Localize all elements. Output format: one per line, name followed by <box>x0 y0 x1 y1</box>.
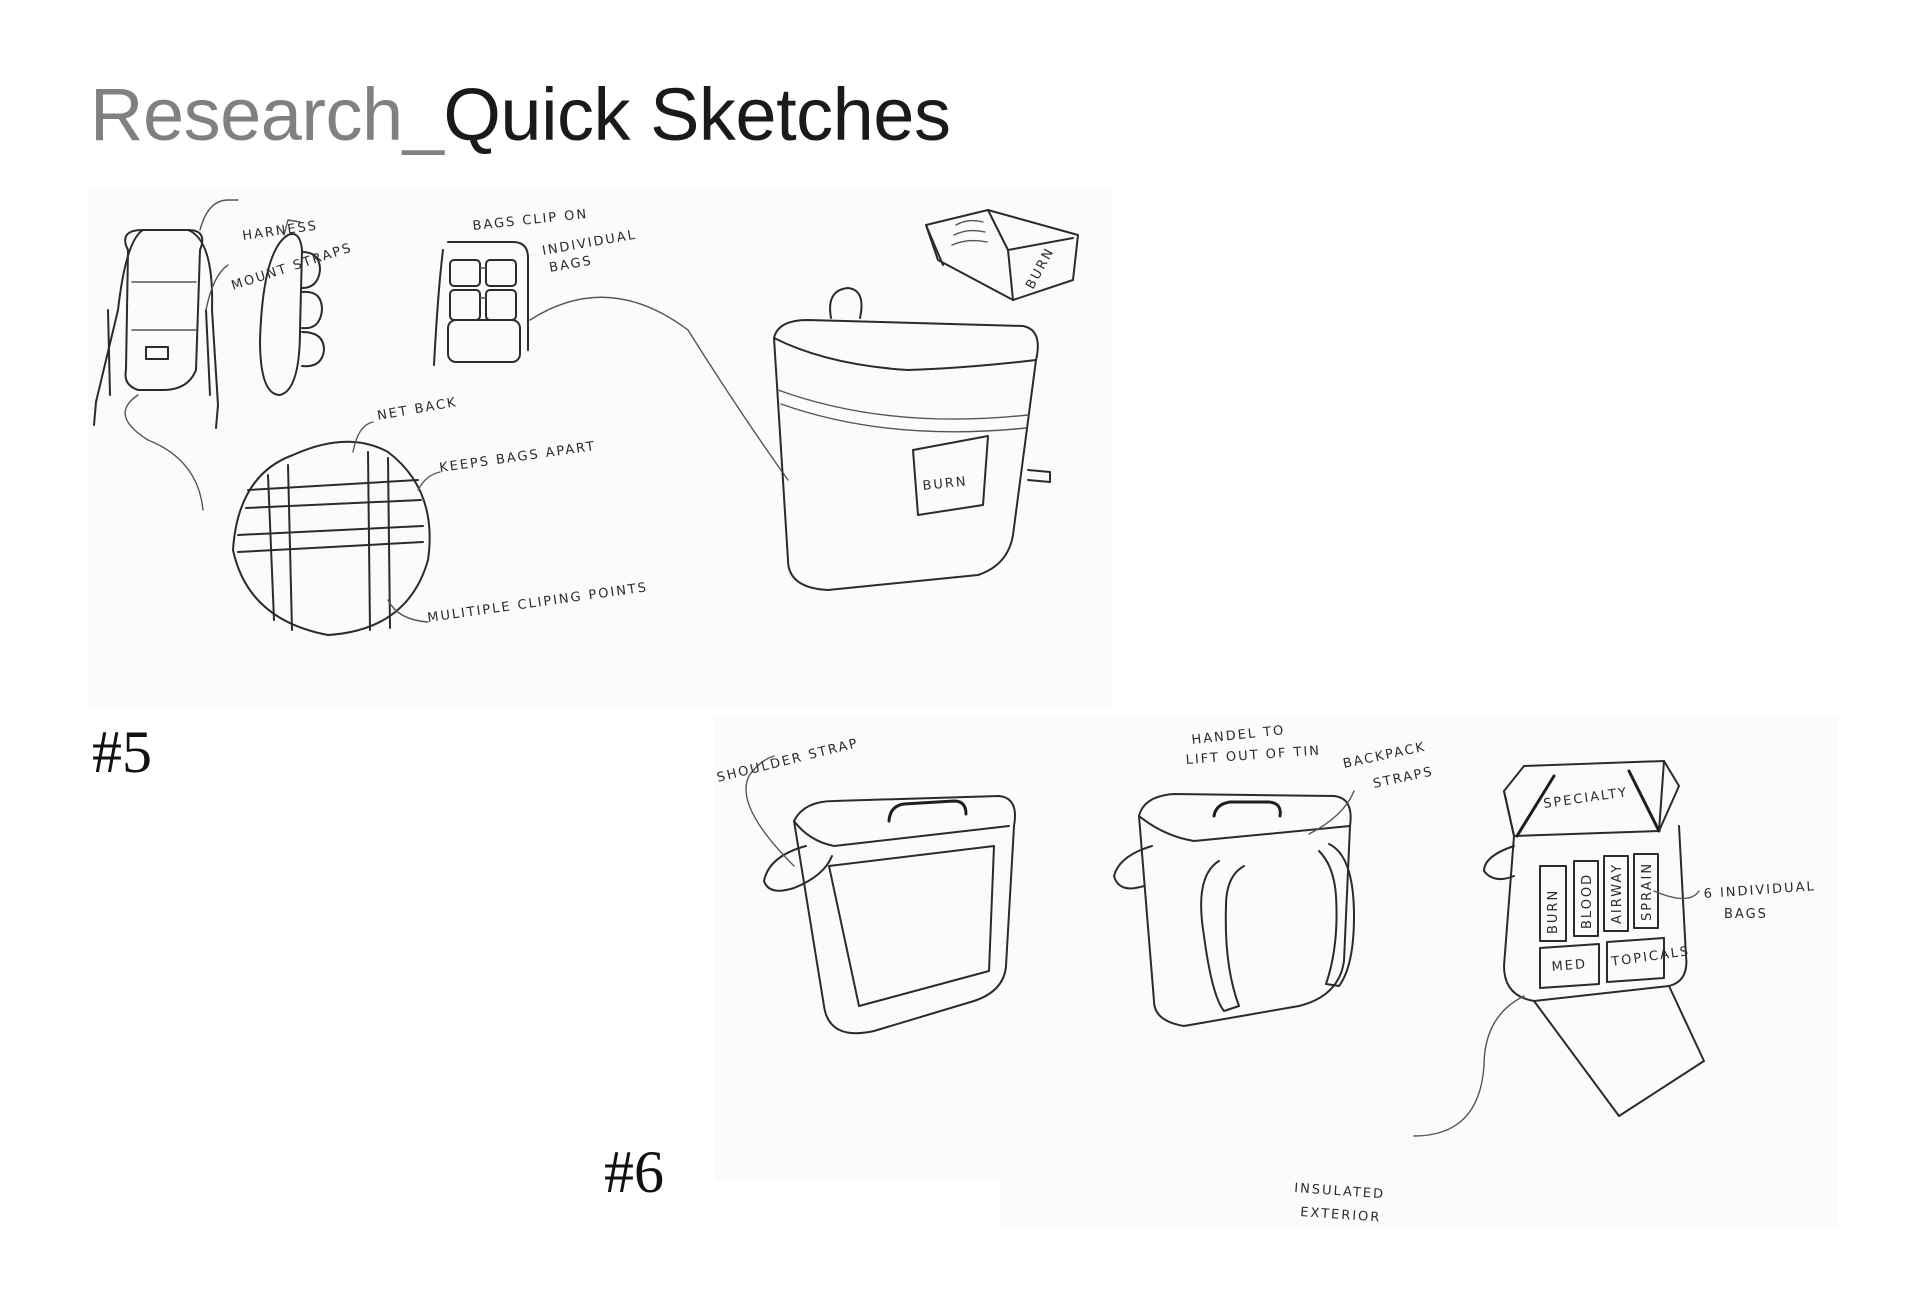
label-straps: STRAPS <box>1372 764 1435 791</box>
bag-med: MED <box>1551 957 1588 975</box>
label-six-individual: 6 INDIVIDUAL <box>1703 879 1816 902</box>
bag-topicals: TOPICALS <box>1609 944 1691 970</box>
open-tray-sketch: BURN <box>925 209 1079 301</box>
label-bags-6: BAGS <box>1724 907 1768 922</box>
label-shoulder-strap: SHOULDER STRAP <box>715 736 860 786</box>
label-specialty: SPECIALTY <box>1542 785 1629 812</box>
net-back-detail-sketch <box>124 394 431 636</box>
title-prefix: Research_ <box>90 73 444 156</box>
open-case-sketch: SPECIALTY BURN BLOOD AIRWAY SPRAIN MED T… <box>1413 760 1705 1137</box>
sketch-6-drawing: SPECIALTY BURN BLOOD AIRWAY SPRAIN MED T… <box>715 723 1816 1226</box>
page-title: Research_Quick Sketches <box>90 78 951 152</box>
bag-sprain: SPRAIN <box>1640 862 1655 921</box>
harness-backpack-sketch <box>93 199 239 429</box>
tray-burn-label: BURN <box>1023 245 1057 292</box>
bag-burn: BURN <box>1546 889 1561 934</box>
sketch-6-panel: SPECIALTY BURN BLOOD AIRWAY SPRAIN MED T… <box>714 716 1838 1228</box>
sketch-5-panel: BURN BURN HARNESS MOUNT STRAPS BAGS CLIP… <box>88 190 1113 710</box>
label-backpack: BACKPACK <box>1342 740 1428 772</box>
label-exterior: EXTERIOR <box>1300 1205 1382 1226</box>
connector-line-a <box>529 296 789 481</box>
shoulder-strap-case-sketch <box>745 755 1016 1035</box>
label-lift-out-of-tin: LIFT OUT OF TIN <box>1185 744 1321 768</box>
bag-blood: BLOOD <box>1580 873 1595 929</box>
label-net-back: NET BACK <box>376 395 459 424</box>
burn-box-sketch: BURN <box>773 287 1051 591</box>
sketch-5-number: #5 <box>92 719 152 785</box>
side-profile-sketch <box>259 219 325 396</box>
label-handel-to: HANDEL TO <box>1191 723 1286 748</box>
bags-clip-on-sketch <box>433 241 529 366</box>
label-mount-straps: MOUNT STRAPS <box>230 240 355 293</box>
panel-mask <box>680 1182 1000 1242</box>
label-harness: HARNESS <box>241 219 319 244</box>
net-back-leader <box>352 421 374 453</box>
label-keeps-bags-apart: KEEPS BAGS APART <box>438 439 597 476</box>
sketch-6-number: #6 <box>604 1139 664 1205</box>
keeps-apart-leader <box>417 471 441 491</box>
bag-airway: AIRWAY <box>1610 863 1625 924</box>
burn-box-label: BURN <box>922 474 969 494</box>
label-multiple-clipping-points: MULITIPLE CLIPING POINTS <box>426 580 649 626</box>
title-main: Quick Sketches <box>443 73 951 156</box>
backpack-case-sketch <box>1113 790 1355 1027</box>
label-insulated: INSULATED <box>1294 1181 1386 1202</box>
label-bags-clip-on: BAGS CLIP ON <box>472 207 589 234</box>
sketch-5-drawing: BURN BURN HARNESS MOUNT STRAPS BAGS CLIP… <box>93 199 1079 636</box>
clip-points-leader <box>387 599 429 623</box>
